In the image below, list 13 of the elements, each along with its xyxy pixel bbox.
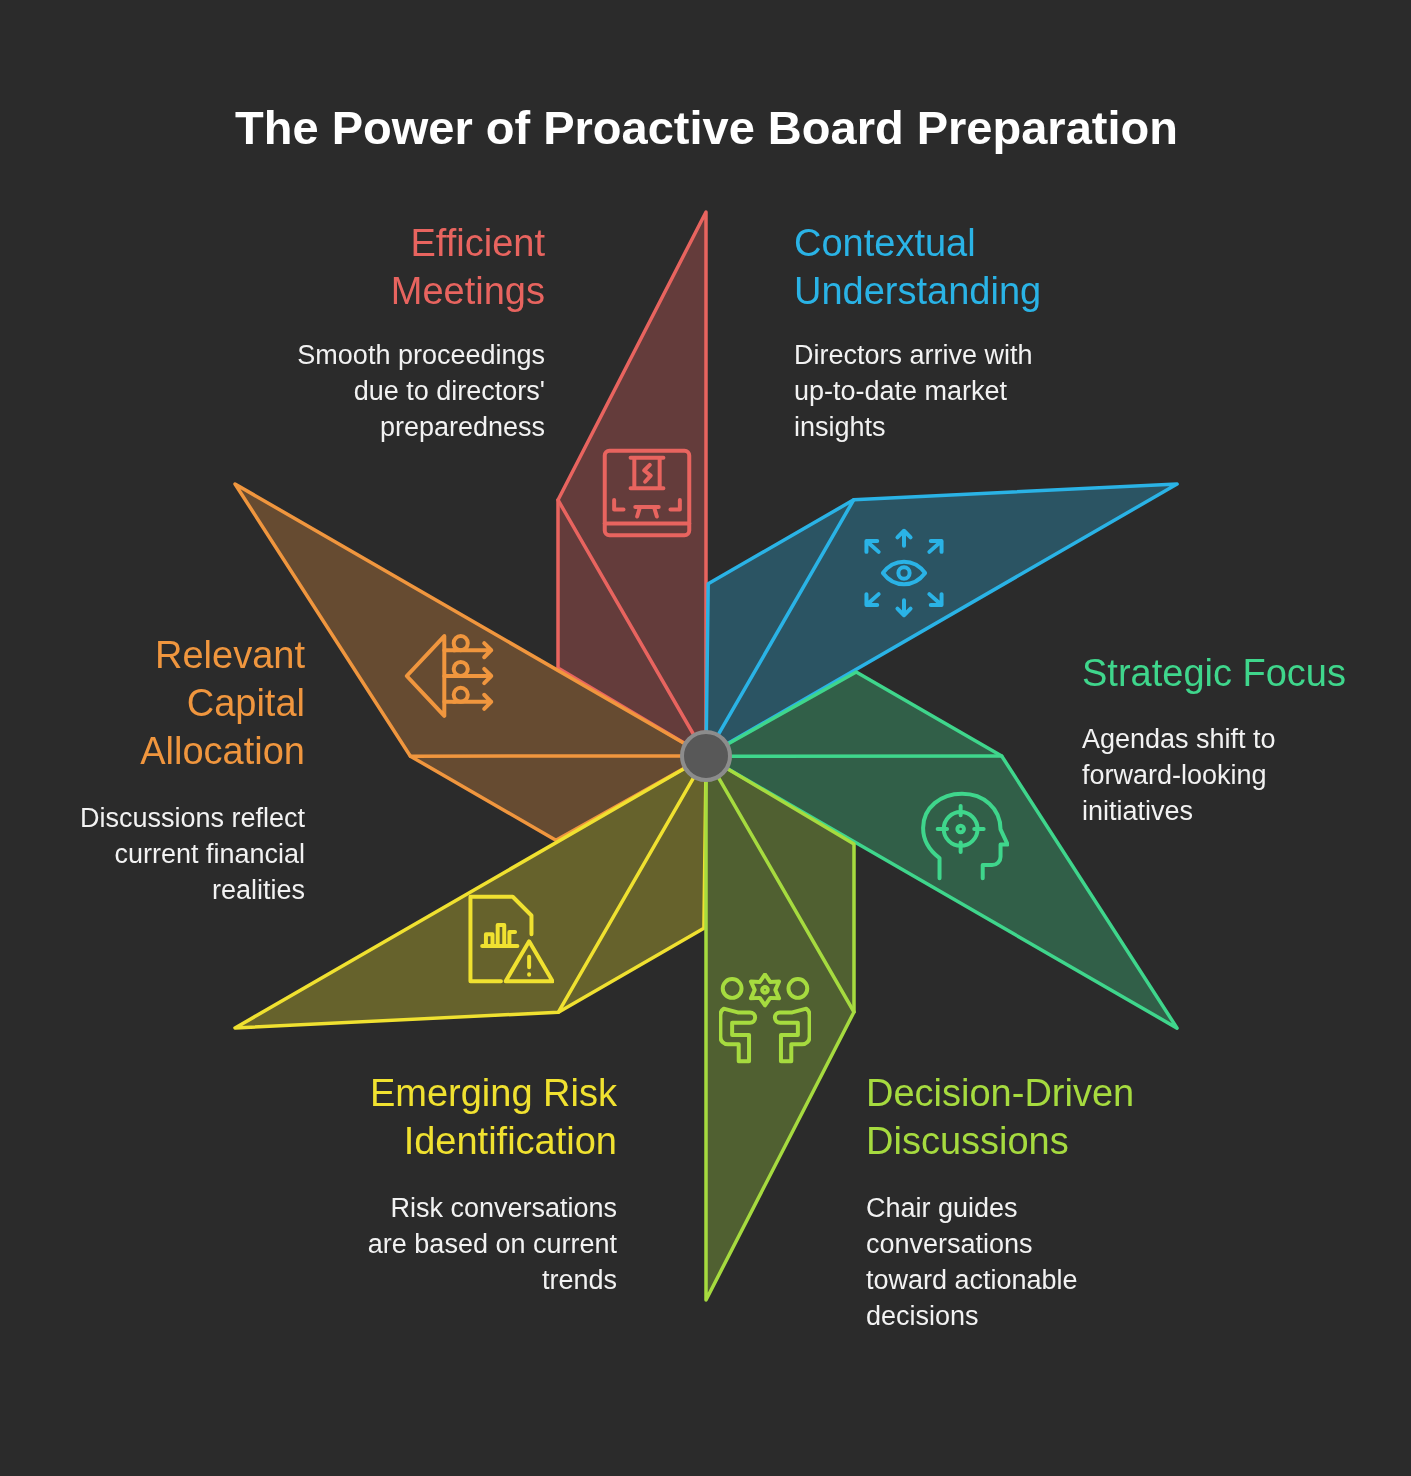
section-heading: Decision-Driven Discussions	[866, 1071, 1136, 1164]
section-description: Directors arrive with up-to-date market insights	[794, 339, 1034, 444]
section-description: Agendas shift to forward-looking initiatives	[1082, 723, 1277, 828]
section-heading: Contextual Understanding	[794, 221, 1043, 314]
section-heading: Strategic Focus	[1082, 651, 1347, 696]
section-description: Chair guides conversations toward actionable decisions	[866, 1192, 1079, 1333]
section-description: Discussions reflect current financial realities	[78, 802, 305, 907]
diagram-title: The Power of Proactive Board Preparation	[234, 100, 1179, 156]
section-heading: Relevant Capital Allocation	[139, 633, 305, 774]
section-heading: Emerging Risk Identification	[368, 1071, 617, 1164]
section-description: Smooth proceedings due to directors' preparedness	[296, 339, 545, 444]
section-heading: Efficient Meetings	[389, 221, 545, 314]
section-description: Risk conversations are based on current trends	[366, 1192, 617, 1297]
